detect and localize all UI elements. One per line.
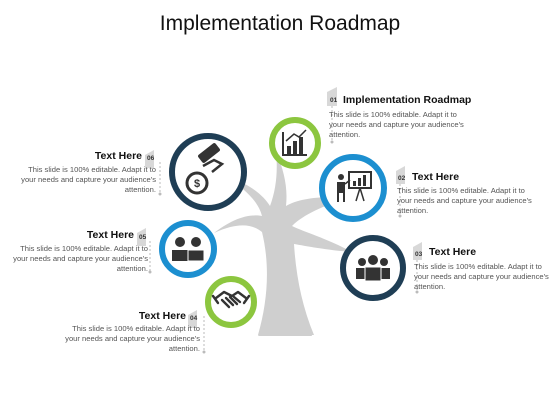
item-05-number: 05: [139, 234, 147, 241]
item-01-number: 01: [330, 97, 338, 104]
presentation-board-icon: [337, 171, 372, 202]
marker-03: [413, 242, 422, 260]
bar-chart-icon: [282, 129, 307, 156]
number-markers: [137, 87, 422, 328]
handshake-icon: [211, 290, 251, 309]
marker-02: [396, 166, 405, 184]
item-04-body: This slide is 100% editable. Adapt it to…: [65, 324, 200, 353]
item-06-body: This slide is 100% editable. Adapt it to…: [21, 165, 156, 194]
item-01-body: This slide is 100% editable. Adapt it to…: [329, 110, 464, 139]
marker-04: [188, 310, 197, 328]
item-03-body: This slide is 100% editable. Adapt it to…: [414, 262, 549, 291]
tree-graphic: [214, 152, 352, 336]
marker-05: [137, 228, 146, 246]
item-03-number: 03: [415, 251, 423, 258]
item-05-body: This slide is 100% editable. Adapt it to…: [13, 244, 148, 273]
callout-lines: [148, 106, 419, 354]
node-circle-05: [159, 220, 217, 278]
item-04-heading: Text Here: [138, 310, 186, 322]
item-05-heading: Text Here: [86, 229, 134, 241]
team-group-icon: [356, 255, 390, 282]
item-02-heading: Text Here: [412, 171, 460, 183]
item-02-number: 02: [398, 175, 406, 182]
item-06-heading: Text Here: [94, 150, 142, 162]
marker-06: [145, 150, 154, 168]
item-02-body: This slide is 100% editable. Adapt it to…: [397, 186, 532, 215]
hand-money-icon: $: [185, 143, 225, 195]
item-03-heading: Text Here: [429, 246, 477, 258]
people-pair-icon: [172, 237, 205, 262]
marker-01: [327, 87, 337, 106]
item-06-number: 06: [147, 155, 155, 162]
item-01-heading: Implementation Roadmap: [343, 94, 472, 106]
node-circle-06: [169, 133, 247, 211]
svg-text:$: $: [194, 178, 200, 190]
item-04-number: 04: [190, 315, 198, 322]
page-title: Implementation Roadmap: [159, 12, 401, 35]
